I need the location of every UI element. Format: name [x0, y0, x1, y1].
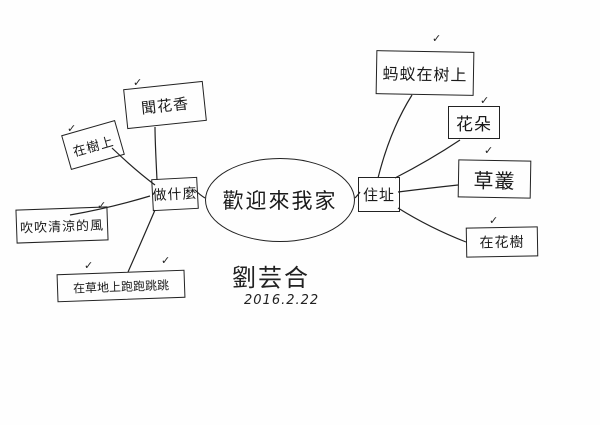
center-node-label: 歡迎來我家	[222, 189, 338, 213]
right-child-node: 草叢	[457, 159, 532, 199]
right-hub-label: 住址	[362, 186, 395, 204]
left-child-node: 吹吹清涼的風	[15, 206, 109, 244]
center-node: 歡迎來我家	[205, 158, 355, 242]
right-child-node: 花朵	[448, 106, 500, 139]
left-child-label: 在樹上	[71, 133, 116, 160]
check-icon: ✓	[432, 32, 442, 45]
left-child-node: 在草地上跑跑跳跳	[56, 269, 186, 303]
right-child-label: 草叢	[473, 168, 516, 193]
check-icon: ✓	[97, 199, 107, 212]
left-hub-label: 做什麼	[152, 185, 198, 205]
left-child-label: 聞花香	[140, 94, 190, 117]
check-icon: ✓	[489, 214, 499, 227]
check-icon: ✓	[133, 76, 143, 89]
check-icon: ✓	[84, 259, 94, 272]
date-text: 2016.2.22	[244, 293, 320, 308]
left-hub-node: 做什麼	[151, 176, 199, 212]
check-icon: ✓	[480, 94, 490, 107]
left-child-node: 聞花香	[123, 80, 207, 130]
left-child-label: 吹吹清涼的風	[19, 218, 105, 236]
check-icon: ✓	[484, 144, 494, 157]
right-child-node: 蚂蚁在树上	[375, 50, 475, 96]
right-child-label: 在花樹	[479, 234, 525, 252]
left-child-label: 在草地上跑跑跳跳	[72, 277, 170, 296]
right-hub-node: 住址	[358, 177, 400, 212]
right-child-label: 花朵	[456, 115, 492, 135]
check-icon: ✓	[67, 122, 77, 135]
right-child-node: 在花樹	[465, 226, 539, 258]
right-child-label: 蚂蚁在树上	[382, 64, 468, 85]
check-icon: ✓	[161, 254, 171, 267]
author-name: 劉芸合	[232, 264, 310, 292]
